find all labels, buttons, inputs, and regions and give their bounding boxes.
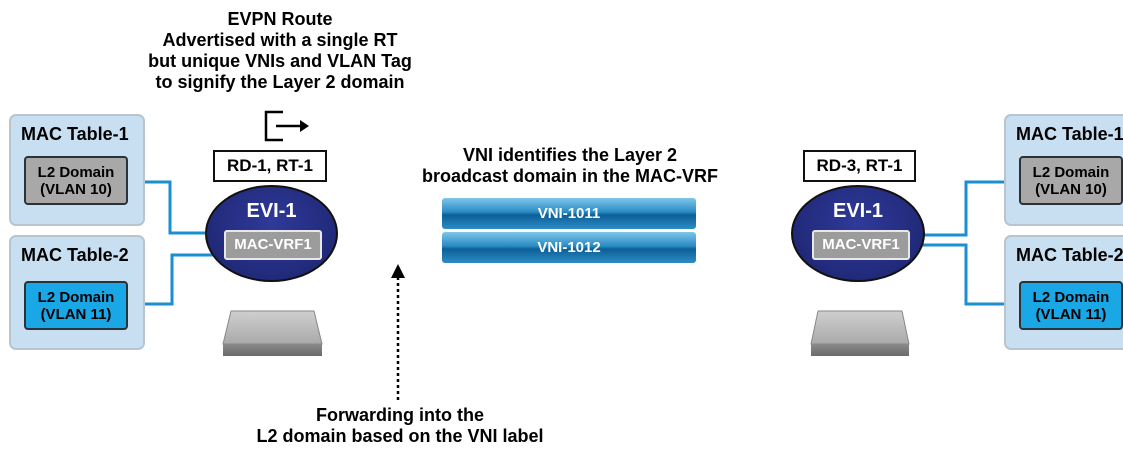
evi-label: EVI-1 xyxy=(832,200,884,222)
l2-domain-label: L2 Domain xyxy=(37,163,115,181)
forwarding-caption: Forwarding into the L2 domain based on t… xyxy=(240,405,560,447)
vni-tunnel-1012: VNI-1012 xyxy=(442,232,696,263)
mac-table-title: MAC Table-2 xyxy=(21,245,129,265)
mac-table-2-right: MAC Table-2 L2 Domain (VLAN 11) xyxy=(1004,235,1123,350)
switch-icon xyxy=(810,310,910,356)
link-left-vlan10 xyxy=(124,180,222,235)
caption-line: Advertised with a single RT xyxy=(162,30,398,50)
caption-line: but unique VNIs and VLAN Tag xyxy=(148,51,412,71)
switch-icon xyxy=(222,310,323,356)
vlan-label: (VLAN 10) xyxy=(1035,180,1107,198)
l2-domain-vlan11: L2 Domain (VLAN 11) xyxy=(24,281,128,330)
mac-table-title: MAC Table-2 xyxy=(1016,245,1123,265)
caption-line: to signify the Layer 2 domain xyxy=(155,72,405,92)
vni-tunnel-1011: VNI-1011 xyxy=(442,198,696,229)
mac-table-title: MAC Table-1 xyxy=(1016,124,1123,144)
rd-rt-box-left: RD-1, RT-1 xyxy=(213,150,327,182)
l2-domain-vlan10: L2 Domain (VLAN 10) xyxy=(24,156,128,205)
export-icon xyxy=(264,110,309,142)
mac-table-1-left: MAC Table-1 L2 Domain (VLAN 10) xyxy=(9,114,145,226)
evi-label: EVI-1 xyxy=(246,200,297,222)
link-left-vlan11 xyxy=(124,253,222,306)
caption-line: EVPN Route xyxy=(227,9,333,29)
evi-right: EVI-1 MAC-VRF1 xyxy=(791,185,925,282)
vlan-label: (VLAN 11) xyxy=(1035,305,1107,323)
mac-table-1-right: MAC Table-1 L2 Domain (VLAN 10) xyxy=(1004,114,1123,226)
evi-left: EVI-1 MAC-VRF1 xyxy=(205,185,338,282)
caption-line: L2 domain based on the VNI label xyxy=(256,426,544,446)
caption-line: VNI identifies the Layer 2 xyxy=(462,145,678,165)
l2-domain-vlan11: L2 Domain (VLAN 11) xyxy=(1019,281,1123,330)
l2-domain-label: L2 Domain xyxy=(1032,288,1110,306)
l2-domain-vlan10: L2 Domain (VLAN 10) xyxy=(1019,156,1123,205)
evpn-route-caption: EVPN Route Advertised with a single RT b… xyxy=(135,9,425,93)
caption-line: broadcast domain in the MAC-VRF xyxy=(421,166,718,186)
rd-rt-box-right: RD-3, RT-1 xyxy=(803,150,916,182)
dotted-arrow-up-icon xyxy=(391,264,405,400)
vlan-label: (VLAN 11) xyxy=(40,305,112,323)
l2-domain-label: L2 Domain xyxy=(1032,163,1110,181)
mac-table-2-left: MAC Table-2 L2 Domain (VLAN 11) xyxy=(9,235,145,350)
mac-vrf-right: MAC-VRF1 xyxy=(812,230,910,260)
vlan-label: (VLAN 10) xyxy=(40,180,112,198)
mac-vrf-left: MAC-VRF1 xyxy=(224,230,322,260)
link-right-vlan10 xyxy=(922,180,1021,237)
l2-domain-label: L2 Domain xyxy=(37,288,115,306)
caption-line: Forwarding into the xyxy=(316,405,484,425)
link-right-vlan11 xyxy=(922,243,1021,306)
mac-table-title: MAC Table-1 xyxy=(21,124,129,144)
vni-caption: VNI identifies the Layer 2 broadcast dom… xyxy=(420,145,720,187)
